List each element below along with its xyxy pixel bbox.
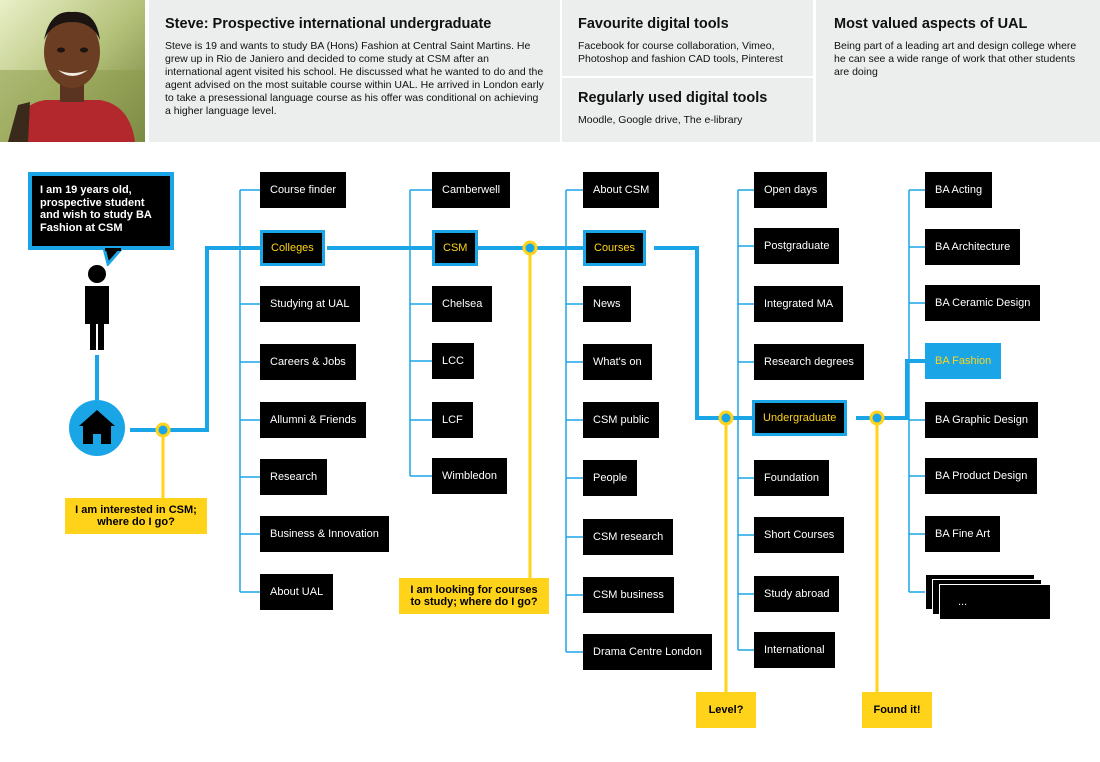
question-note-courses: I am looking for courses to study; where… [399, 578, 549, 614]
nav-integrated-ma[interactable]: Integrated MA [754, 286, 844, 322]
question-note-level: Level? [696, 692, 756, 728]
favourite-tools-title: Favourite digital tools [578, 16, 729, 32]
more-courses[interactable]: ... [939, 584, 1051, 620]
nav-courses[interactable]: Courses [583, 230, 646, 266]
regular-tools-text: Moodle, Google drive, The e-library [578, 114, 743, 126]
nav-lcc[interactable]: LCC [432, 343, 475, 379]
favourite-tools-panel: Favourite digital tools Facebook for cou… [562, 0, 813, 76]
nav-lcf[interactable]: LCF [432, 402, 473, 438]
speech-bubble: I am 19 years old, prospective student a… [28, 172, 174, 250]
valued-aspects-title: Most valued aspects of UAL [834, 16, 1028, 32]
nav-people[interactable]: People [583, 460, 638, 496]
nav-csm-business[interactable]: CSM business [583, 577, 674, 613]
persona-description: Steve is 19 and wants to study BA (Hons)… [165, 40, 544, 117]
nav-csm-research[interactable]: CSM research [583, 519, 674, 555]
valued-aspects-text: Being part of a leading art and design c… [834, 40, 1077, 78]
nav-careers-jobs[interactable]: Careers & Jobs [260, 344, 356, 380]
persona-photo [0, 0, 145, 142]
course-ba-product-design[interactable]: BA Product Design [925, 458, 1038, 494]
nav-research[interactable]: Research [260, 459, 328, 495]
nav-news[interactable]: News [583, 286, 631, 322]
regular-tools-title: Regularly used digital tools [578, 90, 768, 106]
nav-wimbledon[interactable]: Wimbledon [432, 458, 508, 494]
course-ba-acting[interactable]: BA Acting [925, 172, 993, 208]
nav-study-abroad[interactable]: Study abroad [754, 576, 840, 612]
course-ba-graphic-design[interactable]: BA Graphic Design [925, 402, 1038, 438]
nav-csm[interactable]: CSM [432, 230, 479, 266]
nav-about-ual[interactable]: About UAL [260, 574, 334, 610]
nav-colleges[interactable]: Colleges [260, 230, 325, 266]
nav-research-degrees[interactable]: Research degrees [754, 344, 864, 380]
nav-about-csm[interactable]: About CSM [583, 172, 660, 208]
nav-undergraduate[interactable]: Undergraduate [752, 400, 848, 436]
nav-chelsea[interactable]: Chelsea [432, 286, 493, 322]
speech-bubble-tail [102, 248, 124, 266]
note-found-it: Found it! [862, 692, 932, 728]
favourite-tools-text: Facebook for course collaboration, Vimeo… [578, 40, 783, 65]
nav-drama-centre-london[interactable]: Drama Centre London [583, 634, 712, 670]
nav-open-days[interactable]: Open days [754, 172, 828, 208]
nav-foundation[interactable]: Foundation [754, 460, 830, 496]
course-ba-ceramic-design[interactable]: BA Ceramic Design [925, 285, 1041, 321]
nav-alumni-friends[interactable]: Allumni & Friends [260, 402, 367, 438]
persona-title: Steve: Prospective international undergr… [165, 16, 492, 32]
nav-international[interactable]: International [754, 632, 835, 668]
nav-camberwell[interactable]: Camberwell [432, 172, 511, 208]
home-icon[interactable] [67, 398, 127, 458]
nav-business-innovation[interactable]: Business & Innovation [260, 516, 389, 552]
course-ba-fine-art[interactable]: BA Fine Art [925, 516, 1001, 552]
regular-tools-panel: Regularly used digital tools Moodle, Goo… [562, 78, 813, 142]
nav-studying-at-ual[interactable]: Studying at UAL [260, 286, 360, 322]
nav-postgraduate[interactable]: Postgraduate [754, 228, 840, 264]
persona-panel: Steve: Prospective international undergr… [149, 0, 560, 142]
course-ba-architecture[interactable]: BA Architecture [925, 229, 1021, 265]
course-ba-fashion[interactable]: BA Fashion [925, 343, 1002, 379]
nav-course-finder[interactable]: Course finder [260, 172, 347, 208]
question-note-csm: I am interested in CSM; where do I go? [65, 498, 207, 534]
nav-short-courses[interactable]: Short Courses [754, 517, 845, 553]
nav-whats-on[interactable]: What's on [583, 344, 652, 380]
valued-aspects-panel: Most valued aspects of UAL Being part of… [816, 0, 1100, 142]
person-icon [85, 265, 109, 350]
nav-csm-public[interactable]: CSM public [583, 402, 660, 438]
